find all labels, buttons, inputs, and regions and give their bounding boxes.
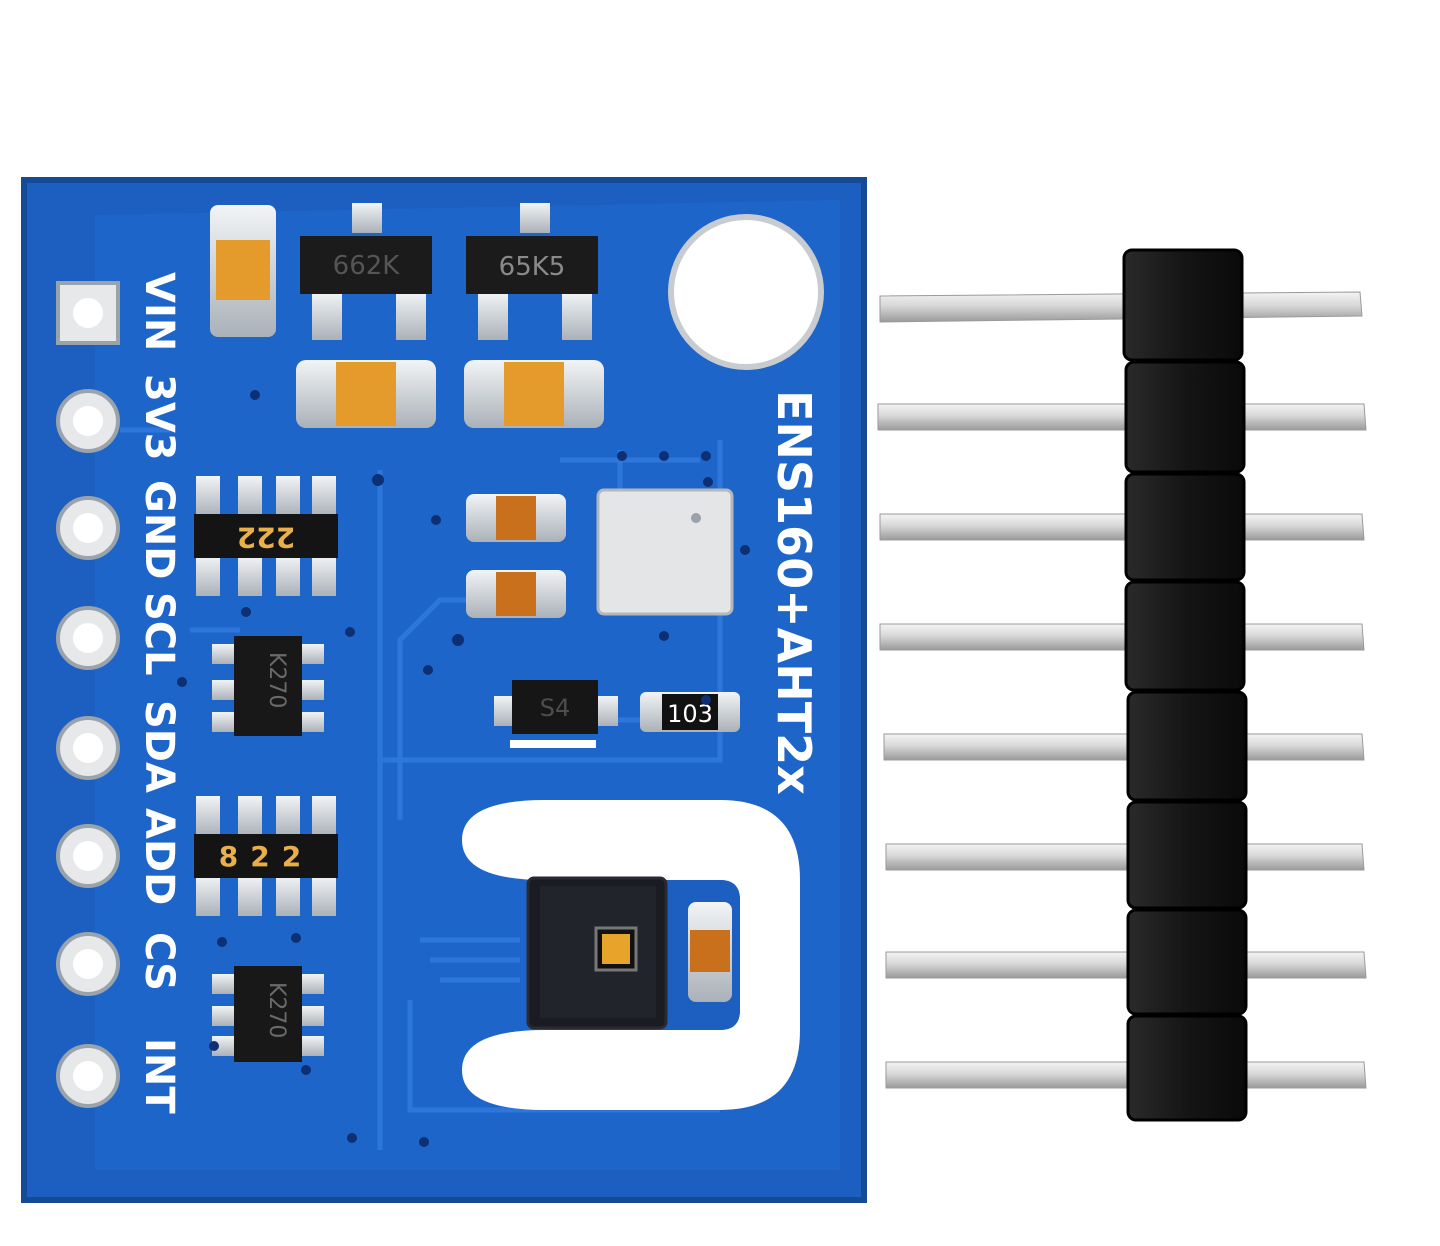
- diode-marking: S4: [540, 694, 571, 722]
- mosfet-bottom-marking: K270: [264, 982, 289, 1038]
- regulator-1-marking: 662K: [333, 251, 401, 281]
- header-segment: [1124, 360, 1246, 474]
- pin-label-vin: VIN: [136, 272, 182, 351]
- pin-label-3v3: 3V3: [136, 374, 182, 461]
- header-segment: [1126, 1014, 1248, 1122]
- regulator-2-marking: 65K5: [499, 252, 566, 282]
- aht2x-sensor-chip: [526, 876, 668, 1030]
- pin-label-add: ADD: [136, 808, 182, 905]
- header-segment: [1126, 800, 1248, 910]
- mosfet-top-marking: K270: [264, 652, 289, 708]
- regulator-1: 662K: [300, 203, 432, 340]
- header-pins: [877, 291, 1367, 1089]
- ens160-sensor-chip: [596, 488, 734, 616]
- header-pin: [883, 733, 1365, 761]
- capacitor-c5: [466, 570, 566, 618]
- mosfet-top: K270: [212, 636, 324, 736]
- capacitor-c2: [296, 360, 436, 428]
- pin-header: [877, 248, 1367, 1122]
- resistor-array-top: 222: [194, 476, 338, 596]
- capacitor-c6: [688, 902, 732, 1002]
- regulator-2: 65K5: [466, 203, 598, 340]
- diode-d1: S4: [494, 680, 618, 748]
- header-segment: [1124, 472, 1246, 582]
- header-segment: [1126, 908, 1248, 1016]
- vias: [177, 390, 750, 1147]
- header-segment: [1124, 580, 1246, 692]
- capacitor-c4: [466, 494, 566, 542]
- resistor-array-top-marking: 222: [237, 521, 295, 554]
- resistor-array-bottom-marking: 822: [219, 840, 313, 873]
- pin-label-int: INT: [136, 1038, 182, 1114]
- capacitor-c3: [464, 360, 604, 428]
- pin-label-gnd: GND: [136, 480, 182, 580]
- board-title: ENS160+AHT2x: [767, 390, 821, 795]
- header-segment: [1122, 248, 1244, 362]
- mosfet-bottom: K270: [212, 966, 324, 1062]
- header-pin: [885, 1061, 1367, 1089]
- pin-label-group: VIN 3V3 GND SCL SDA ADD CS INT: [136, 272, 182, 1114]
- header-pin: [877, 403, 1367, 431]
- header-pin: [885, 843, 1365, 871]
- resistor-array-bottom: 822: [194, 796, 338, 916]
- resistor-r1: 103: [640, 692, 740, 732]
- pin-pads: [56, 281, 120, 1108]
- pin-label-sda: SDA: [136, 700, 182, 793]
- pin-label-scl: SCL: [136, 592, 182, 676]
- capacitor-c1: [210, 205, 276, 337]
- header-segment: [1126, 690, 1248, 802]
- header-pin: [879, 623, 1365, 651]
- pcb-board: VIN 3V3 GND SCL SDA ADD CS INT ENS160+AH…: [21, 177, 867, 1203]
- header-pin: [879, 291, 1363, 323]
- header-pin: [885, 951, 1367, 979]
- header-housing: [1122, 248, 1248, 1122]
- pin-label-cs: CS: [136, 932, 182, 991]
- header-pin: [879, 513, 1365, 541]
